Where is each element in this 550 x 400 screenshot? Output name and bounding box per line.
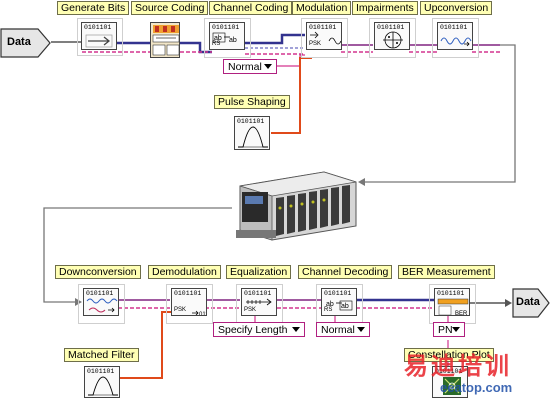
matched-filter-block[interactable]: 0101101 xyxy=(84,366,120,398)
data-output-label: Data xyxy=(516,296,540,308)
constellation-plot-label: Constellation Plot xyxy=(404,348,494,362)
svg-text:ab: ab xyxy=(214,35,222,42)
demodulate-icon: 011 xyxy=(192,310,207,316)
arrow-icon xyxy=(85,34,113,48)
watermark: 易迪培训 eeatop.com xyxy=(404,353,550,399)
modulate-icon xyxy=(310,31,341,45)
channel-coding-label: Channel Coding xyxy=(209,1,293,15)
modulation-label: Modulation xyxy=(292,1,352,15)
watermark-text: 易迪培训 xyxy=(404,353,512,380)
equalization-bits: 0101101 xyxy=(244,290,272,297)
ber-measurement-label: BER Measurement xyxy=(398,265,495,279)
pulse-shaping-bits: 0101101 xyxy=(237,118,265,125)
modulation-block[interactable]: 0101101 PSK xyxy=(306,22,342,50)
equalization-mode-dropdown[interactable]: Specify Length xyxy=(213,322,305,337)
channel-decoding-label: Channel Decoding xyxy=(298,265,393,279)
filter-icon xyxy=(238,126,268,148)
svg-text:ab: ab xyxy=(326,301,334,308)
demodulation-frame xyxy=(166,284,213,324)
ber-sequence-value: PN xyxy=(438,324,453,336)
data-input-terminal[interactable]: Data xyxy=(0,28,52,58)
equalizer-icon xyxy=(246,298,272,306)
upconversion-bits: 0101101 xyxy=(440,24,468,31)
data-input-label: Data xyxy=(7,36,31,48)
generate-bits-frame xyxy=(77,18,123,56)
pulse-shaping-label: Pulse Shaping xyxy=(214,95,290,109)
ber-measurement-block[interactable]: 0101101 BER xyxy=(434,288,470,316)
equalization-mode-value: Specify Length xyxy=(218,324,288,336)
pxi-chassis-image xyxy=(232,168,360,244)
generate-bits-label: Generate Bits xyxy=(57,1,130,15)
upconversion-label: Upconversion xyxy=(420,1,493,15)
generate-bits-bits: 0101101 xyxy=(84,24,112,31)
modulation-sub: PSK xyxy=(309,41,322,47)
chevron-down-icon xyxy=(292,327,300,332)
matched-filter-label: Matched Filter xyxy=(64,348,139,362)
svg-text:BER: BER xyxy=(455,311,468,316)
ber-measurement-bits: 0101101 xyxy=(437,290,465,297)
channel-decoding-bits: 0101101 xyxy=(324,290,352,297)
upper-wires xyxy=(43,33,516,306)
constellation-icon xyxy=(443,377,461,395)
channel-decoding-sub: RS xyxy=(324,307,333,313)
filter-icon xyxy=(88,376,118,396)
data-output-terminal[interactable]: Data xyxy=(512,288,550,318)
channel-coding-frame xyxy=(204,18,251,58)
source-coding-icon xyxy=(152,25,179,56)
svg-text:ab: ab xyxy=(341,303,349,310)
ber-sequence-dropdown[interactable]: PN xyxy=(433,322,465,337)
modulation-bits: 0101101 xyxy=(309,24,337,31)
equalization-label: Equalization xyxy=(226,265,292,279)
demodulation-sub: PSK xyxy=(174,307,187,313)
sine-wave-icon xyxy=(86,298,118,313)
modulation-frame xyxy=(301,18,348,58)
equalization-sub: PSK xyxy=(244,307,257,313)
svg-text:011: 011 xyxy=(199,312,207,316)
downconversion-block[interactable]: 0101101 xyxy=(83,288,119,316)
source-coding-label: Source Coding xyxy=(131,1,209,15)
chassis-icon xyxy=(236,171,357,241)
equalization-block[interactable]: 0101101 PSK xyxy=(241,288,277,316)
channel-coding-sub: RS xyxy=(212,41,221,47)
lower-wires xyxy=(118,298,512,379)
channel-coding-mode-value: Normal xyxy=(228,61,262,73)
chevron-down-icon xyxy=(452,327,460,332)
chevron-down-icon xyxy=(357,327,365,332)
svg-text:ab: ab xyxy=(229,37,237,44)
sine-wave-icon xyxy=(440,37,472,47)
demodulation-bits: 0101101 xyxy=(174,290,202,297)
channel-coding-mode-dropdown[interactable]: Normal xyxy=(223,59,277,74)
demodulation-label: Demodulation xyxy=(148,265,221,279)
demodulation-block[interactable]: 0101101 011 PSK xyxy=(171,288,207,316)
impairments-bits: 0101101 xyxy=(377,24,405,31)
constellation-plot-block[interactable]: 0101101 xyxy=(432,366,468,398)
channel-decoding-mode-dropdown[interactable]: Normal xyxy=(316,322,370,337)
matched-filter-bits: 0101101 xyxy=(87,368,115,375)
watermark-url: eeatop.com xyxy=(440,380,513,395)
impairments-icon xyxy=(383,31,403,49)
downconversion-frame xyxy=(78,284,125,324)
pulse-shaping-block[interactable]: 0101101 xyxy=(234,116,270,150)
channel-coding-bits: 0101101 xyxy=(212,24,240,31)
upconversion-frame xyxy=(432,18,479,58)
downconversion-bits: 0101101 xyxy=(86,290,114,297)
constellation-plot-bits: 0101101 xyxy=(435,368,463,375)
impairments-frame xyxy=(369,18,416,58)
chevron-down-icon xyxy=(264,64,272,69)
ber-icon: BER xyxy=(437,298,469,316)
downconversion-label: Downconversion xyxy=(55,265,141,279)
impairments-label: Impairments xyxy=(352,1,418,15)
source-coding-block[interactable] xyxy=(150,22,180,58)
impairments-block[interactable]: 0101101 xyxy=(374,22,410,50)
channel-decoding-mode-value: Normal xyxy=(321,324,355,336)
upconversion-block[interactable]: 0101101 xyxy=(437,22,473,50)
generate-bits-block[interactable]: 0101101 xyxy=(81,22,117,50)
